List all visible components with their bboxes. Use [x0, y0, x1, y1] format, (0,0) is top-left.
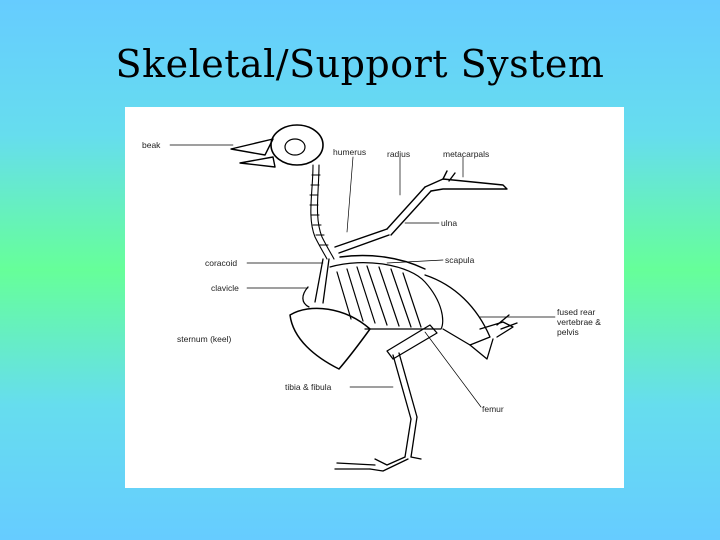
label-tibia-fibula: tibia & fibula [285, 382, 332, 392]
label-sternum-keel: sternum (keel) [177, 334, 232, 344]
scapula-bone [339, 254, 426, 270]
label-clavicle: clavicle [211, 283, 239, 293]
sternum-keel [289, 307, 371, 370]
label-coracoid: coracoid [205, 258, 238, 268]
slide-title: Skeletal/Support System [115, 42, 605, 86]
label-humerus: humerus [333, 147, 367, 157]
skull [230, 124, 324, 168]
label-scapula: scapula [445, 255, 475, 265]
label-metacarpals: metacarpals [443, 149, 490, 159]
bird-skeleton-diagram: beak humerus radius metacarpals ulna sca… [125, 107, 624, 488]
wing [334, 170, 508, 254]
neck-vertebrae [309, 164, 335, 260]
label-ulna: ulna [441, 218, 458, 228]
skeleton-drawing [169, 124, 556, 472]
foot [334, 456, 422, 472]
shoulder-girdle [302, 258, 330, 308]
femur-bone [386, 324, 438, 360]
ribcage [329, 262, 444, 330]
pelvis-tail [424, 274, 518, 360]
label-fused-vertebrae-pelvis: fused rear vertebrae & pelvis [557, 307, 601, 337]
label-radius: radius [387, 149, 411, 159]
label-femur: femur [482, 404, 504, 414]
leader-lines [169, 144, 556, 408]
tibia-fibula-bones [392, 352, 418, 458]
label-beak: beak [142, 140, 161, 150]
